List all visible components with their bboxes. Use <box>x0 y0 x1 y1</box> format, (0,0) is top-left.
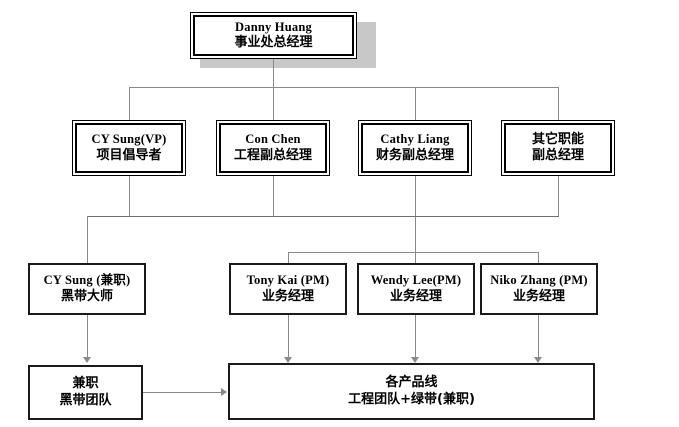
connector-pm-drop-2 <box>415 252 416 263</box>
connector-vp-bus <box>129 87 558 88</box>
connector-pm-bus <box>288 252 538 253</box>
connector-tony-down <box>288 315 289 357</box>
node-cy-sung-vp[interactable]: CY Sung(VP) 项目倡导者 <box>72 120 186 176</box>
connector-vp4-down <box>558 176 559 216</box>
node-role: 财务副总经理 <box>375 147 454 163</box>
arrowhead-tony-down <box>284 357 292 363</box>
node-cy-sung-blackbelt[interactable]: CY Sung (兼职) 黑带大师 <box>28 263 146 315</box>
connector-top-stem <box>273 59 274 87</box>
node-danny-huang[interactable]: Danny Huang 事业处总经理 <box>190 12 357 59</box>
node-role: 黑带团队 <box>59 392 112 408</box>
connector-blackbelt-drop <box>87 216 88 263</box>
node-role: 业务经理 <box>512 288 565 304</box>
node-name: 其它职能 <box>531 131 584 147</box>
node-role: 业务经理 <box>261 288 314 304</box>
node-name: 兼职 <box>72 376 99 392</box>
node-role: 黑带大师 <box>60 288 113 304</box>
node-product-lines[interactable]: 各产品线 工程团队+绿带(兼职) <box>228 363 595 420</box>
node-role: 事业处总经理 <box>234 35 313 51</box>
arrowhead-niko-down <box>534 357 542 363</box>
arrowhead-team-to-products <box>221 388 227 396</box>
node-name: Con Chen <box>245 132 301 147</box>
connector-vp-drop-3 <box>415 87 416 120</box>
connector-vp-drop-4 <box>558 87 559 120</box>
connector-vp-drop-2 <box>273 87 274 120</box>
node-other-functions-vp[interactable]: 其它职能 副总经理 <box>501 120 615 176</box>
arrowhead-blackbelt-team <box>83 357 91 363</box>
connector-niko-down <box>538 315 539 357</box>
node-role: 项目倡导者 <box>96 147 162 163</box>
connector-wendy-down <box>415 315 416 357</box>
node-name: Niko Zhang (PM) <box>490 273 588 288</box>
connector-team-to-products <box>143 392 221 393</box>
node-name: CY Sung (兼职) <box>43 273 131 288</box>
connector-vp2-down <box>273 176 274 216</box>
node-cathy-liang[interactable]: Cathy Liang 财务副总经理 <box>358 120 472 176</box>
node-wendy-lee-pm[interactable]: Wendy Lee(PM) 业务经理 <box>357 263 475 315</box>
connector-vp-drop-1 <box>129 87 130 120</box>
node-name: Cathy Liang <box>380 132 450 147</box>
node-name: 各产品线 <box>385 375 438 391</box>
node-role: 工程副总经理 <box>233 147 312 163</box>
node-role: 业务经理 <box>389 288 442 304</box>
node-name: CY Sung(VP) <box>91 132 167 147</box>
arrowhead-wendy-down <box>411 357 419 363</box>
connector-vp3-down <box>415 176 416 252</box>
connector-middle-bus <box>87 216 559 217</box>
node-niko-zhang-pm[interactable]: Niko Zhang (PM) 业务经理 <box>480 263 598 315</box>
connector-pm-drop-1 <box>288 252 289 263</box>
node-con-chen[interactable]: Con Chen 工程副总经理 <box>216 120 330 176</box>
node-parttime-blackbelt-team[interactable]: 兼职 黑带团队 <box>28 365 143 420</box>
node-name: Tony Kai (PM) <box>246 273 330 288</box>
node-name: Danny Huang <box>235 19 312 34</box>
node-tony-kai-pm[interactable]: Tony Kai (PM) 业务经理 <box>229 263 347 315</box>
connector-vp1-down <box>129 176 130 216</box>
connector-blackbelt-team-arrow <box>87 315 88 357</box>
connector-pm-drop-3 <box>538 252 539 263</box>
node-role: 工程团队+绿带(兼职) <box>348 391 475 407</box>
node-name: Wendy Lee(PM) <box>370 273 462 288</box>
node-role: 副总经理 <box>531 148 584 163</box>
